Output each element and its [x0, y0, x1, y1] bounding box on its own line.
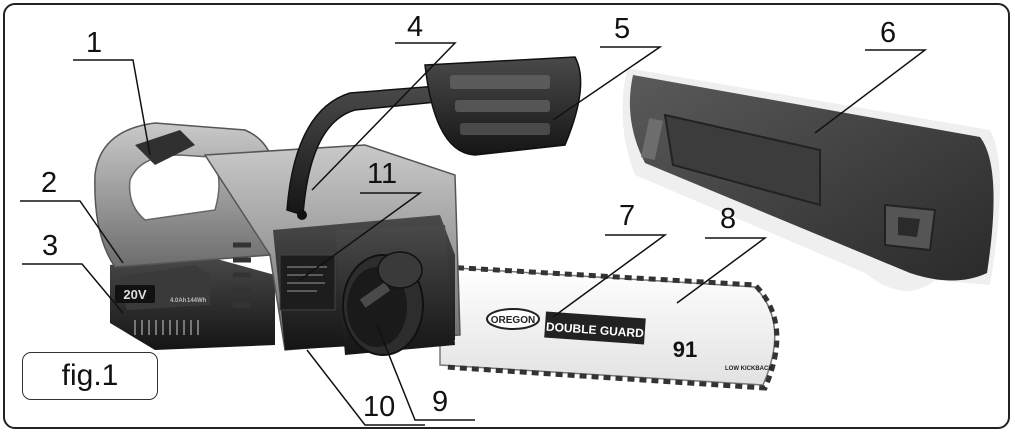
battery-pack: 20V 4.0Ah 144Wh	[110, 253, 275, 350]
callout-2: 2	[41, 167, 58, 199]
bar-warning-print: LOW KICKBACK	[725, 366, 773, 372]
callout-1: 1	[86, 27, 103, 59]
callout-11: 11	[367, 158, 398, 190]
battery-spec-print: 144Wh	[187, 298, 207, 304]
figure-frame: DOUBLE GUARD OREGON 91 LOW KICKBACK 20V …	[3, 3, 1010, 429]
leader-lines	[20, 42, 928, 426]
battery-capacity-print: 4.0Ah	[170, 298, 187, 304]
chainsaw-illustration: DOUBLE GUARD OREGON 91 LOW KICKBACK 20V …	[20, 42, 1000, 426]
battery-voltage-print: 20V	[123, 287, 146, 302]
bar-code-print: 91	[673, 337, 697, 362]
callout-8: 8	[720, 203, 737, 235]
callout-9: 9	[432, 386, 449, 418]
guide-bar: DOUBLE GUARD OREGON 91 LOW KICKBACK	[439, 264, 780, 391]
callout-4: 4	[407, 11, 424, 43]
figure-label: fig.1	[22, 352, 158, 400]
hand-guard	[424, 56, 582, 156]
callout-3: 3	[42, 230, 59, 262]
callout-7: 7	[619, 200, 636, 232]
sprocket-cover	[335, 225, 455, 356]
bar-brand-print: OREGON	[491, 315, 535, 326]
callout-10: 10	[363, 391, 396, 423]
callout-6: 6	[880, 17, 897, 49]
chain-cover	[622, 68, 1000, 291]
callout-5: 5	[614, 13, 631, 45]
bar-model-print: DOUBLE GUARD	[545, 320, 644, 341]
